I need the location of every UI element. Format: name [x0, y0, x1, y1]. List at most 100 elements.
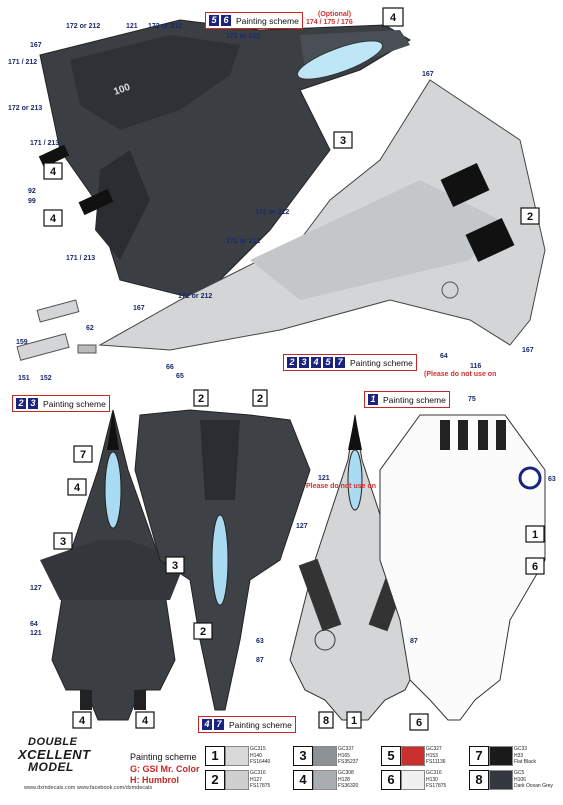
label-167-a: 167	[30, 42, 42, 49]
scheme-label: Painting scheme	[236, 15, 299, 26]
aircraft-top-left-dark: 100	[38, 19, 411, 301]
swatch-3: 3 GC337 H165 FS35237	[293, 745, 375, 767]
swatch-color	[313, 770, 337, 790]
swatch-number: 3	[293, 746, 313, 766]
swatch-number: 8	[469, 770, 489, 790]
swatch-number: 4	[293, 770, 313, 790]
swatch-code: GC316 H127 FS17875	[250, 770, 271, 789]
label-171-213-b: 171 / 213	[66, 255, 95, 262]
scheme-box-right: 1 Painting scheme	[364, 391, 450, 408]
swatch-code: GC337 H165 FS35237	[338, 746, 359, 765]
label-63-a: 63	[548, 476, 556, 483]
aircraft-top-right-light	[98, 79, 546, 351]
svg-text:4: 4	[79, 715, 86, 727]
optional-label: (Optional)	[318, 11, 351, 18]
label-92: 92	[28, 188, 36, 195]
scheme-num: 5	[209, 15, 219, 26]
label-152: 152	[40, 375, 52, 382]
swatch-code: GC308 H128 FS36320	[338, 770, 359, 789]
label-62: 62	[86, 325, 94, 332]
scheme-label: Painting scheme	[350, 357, 413, 368]
scheme-box-bottom: 4 7 Painting scheme	[198, 716, 296, 733]
swatch-number: 7	[469, 746, 489, 766]
aircraft-right-white	[379, 414, 546, 721]
label-64: 64	[440, 353, 448, 360]
scheme-label: Painting scheme	[383, 394, 446, 405]
legend-title: Painting scheme	[130, 752, 197, 762]
label-121-c: 121	[30, 630, 42, 637]
svg-text:2: 2	[527, 211, 533, 223]
label-121-b: 121	[318, 475, 330, 482]
swatch-color	[225, 770, 249, 790]
label-171-213-a: 171 / 213	[30, 140, 59, 147]
scheme-box-top: 5 6 Painting scheme	[205, 12, 303, 29]
swatch-color	[401, 770, 425, 790]
label-75: 75	[468, 396, 476, 403]
legend-humbrol: H: Humbrol	[130, 775, 179, 785]
svg-text:4: 4	[50, 213, 57, 225]
swatch-7: 7 GC33 H33 Flat Black	[469, 745, 551, 767]
label-159: 159	[16, 339, 28, 346]
swatch-color	[225, 746, 249, 766]
label-167-d: 167	[522, 347, 534, 354]
swatch-number: 6	[381, 770, 401, 790]
svg-text:3: 3	[60, 536, 66, 548]
svg-text:4: 4	[390, 12, 397, 24]
scheme-box-left: 2 3 Painting scheme	[12, 395, 110, 412]
label-65: 65	[176, 373, 184, 380]
scheme-num: 7	[214, 719, 224, 730]
brand-line-3: MODEL	[28, 760, 74, 774]
scheme-num: 3	[28, 398, 38, 409]
swatch-code: GC33 H33 Flat Black	[514, 746, 536, 765]
label-87-a: 87	[256, 657, 264, 664]
scheme-num: 2	[287, 357, 297, 368]
scheme-num: 5	[323, 357, 333, 368]
svg-text:2: 2	[257, 393, 263, 405]
swatch-number: 1	[205, 746, 225, 766]
svg-text:1: 1	[351, 715, 357, 727]
swatch-2: 2 GC316 H127 FS17875	[205, 769, 287, 791]
label-121: 121	[126, 23, 138, 30]
svg-text:4: 4	[74, 482, 81, 494]
svg-text:6: 6	[416, 717, 422, 729]
label-99: 99	[28, 198, 36, 205]
drop-tanks	[16, 299, 97, 361]
label-127: 127	[296, 523, 308, 530]
swatch-8: 8 GC5 H106 Dark Ocean Grey	[469, 769, 553, 791]
please-not-7: (Please do not use on	[424, 371, 496, 378]
swatch-color	[489, 746, 513, 766]
optional-numbers: 174 / 175 / 176	[306, 19, 353, 26]
swatch-number: 2	[205, 770, 225, 790]
scheme-num: 4	[202, 719, 212, 730]
legend-gsi: G: GSI Mr. Color	[130, 764, 200, 774]
swatch-number: 5	[381, 746, 401, 766]
scheme-label: Painting scheme	[229, 719, 292, 730]
brand-line-2: XCELLENT	[18, 747, 91, 762]
please-not-7-b: Please do not use on	[306, 483, 376, 490]
svg-text:3: 3	[172, 560, 178, 572]
label-172-212-a: 172 or 212	[66, 23, 100, 30]
swatch-color	[489, 770, 513, 790]
scheme-label: Painting scheme	[43, 398, 106, 409]
svg-text:4: 4	[142, 715, 149, 727]
scheme-box-mid: 2 3 4 5 7 Painting scheme	[283, 354, 417, 371]
label-171-212: 171 / 212	[8, 59, 37, 66]
svg-text:1: 1	[532, 529, 538, 541]
aircraft-mid-center-dark	[134, 409, 311, 711]
swatch-code: GC315 H140 FS16440	[250, 746, 271, 765]
scheme-num: 4	[311, 357, 321, 368]
svg-text:2: 2	[200, 626, 206, 638]
scheme-num: 1	[368, 394, 378, 405]
callout-boxes: 4 3 4 4 2 2 2 7 4 3 3 1 6 2 4 4 8 1 6	[43, 7, 545, 731]
scheme-num: 6	[221, 15, 231, 26]
svg-text:6: 6	[532, 561, 538, 573]
swatch-color	[313, 746, 337, 766]
label-151: 151	[18, 375, 30, 382]
swatch-code: GC5 H106 Dark Ocean Grey	[514, 770, 553, 789]
social-links: www.dxmdecals.com www.facebook.com/dxmde…	[24, 785, 153, 791]
label-87-b: 87	[410, 638, 418, 645]
brand-logo: DOUBLE XCELLENT MODEL	[6, 734, 124, 774]
